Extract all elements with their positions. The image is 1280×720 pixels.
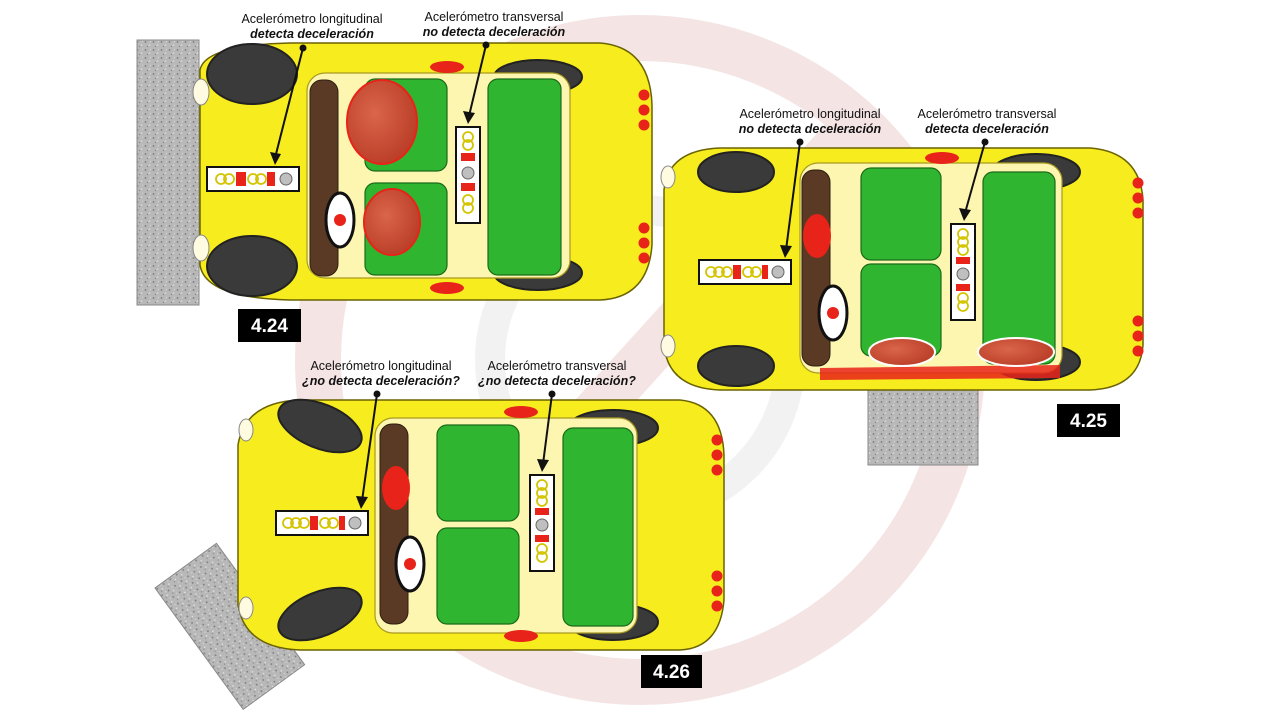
transversal-callout: Acelerómetro transversal ¿no detecta dec…: [478, 359, 636, 472]
impact-wall: [867, 384, 979, 466]
roof-light: [504, 630, 538, 642]
headlight: [660, 165, 676, 189]
longitudinal-sensor: [206, 166, 300, 192]
tail-light: [1132, 315, 1144, 327]
tail-light: [638, 252, 650, 264]
roof-light: [382, 466, 410, 510]
roof-light: [430, 282, 464, 294]
figure-4-25: Acelerómetro longitudinal no detecta dec…: [660, 107, 1144, 466]
figure-4-24: Acelerómetro longitudinal detecta decele…: [136, 10, 653, 342]
car: [660, 147, 1144, 391]
tire: [277, 586, 363, 642]
tail-light: [1132, 207, 1144, 219]
tail-light: [1132, 177, 1144, 189]
figure-number: 4.26: [653, 662, 690, 683]
tail-light: [638, 89, 650, 101]
headlight: [192, 234, 210, 262]
airbag-deployed: [977, 337, 1055, 367]
rear-seat: [562, 427, 634, 627]
tail-light: [711, 464, 723, 476]
transversal-sensor: [529, 474, 555, 572]
curtain-airbag: [820, 365, 1060, 380]
airbag-deployed: [363, 188, 421, 256]
roof-light: [504, 406, 538, 418]
transversal-label: Acelerómetro transversal: [918, 107, 1057, 121]
figure-badge: 4.24: [238, 309, 301, 342]
transversal-status: no detecta deceleración: [423, 25, 566, 39]
longitudinal-sensor: [698, 259, 792, 285]
figure-badge: 4.25: [1057, 404, 1120, 437]
longitudinal-label: Acelerómetro longitudinal: [241, 12, 382, 26]
seat: [860, 167, 942, 261]
airbag-deployed: [346, 79, 418, 165]
figure-badge: 4.26: [641, 655, 702, 688]
transversal-sensor: [950, 223, 976, 321]
figure-number: 4.25: [1070, 411, 1107, 432]
longitudinal-callout: Acelerómetro longitudinal detecta decele…: [241, 12, 383, 165]
transversal-label: Acelerómetro transversal: [425, 10, 564, 24]
tail-light: [711, 449, 723, 461]
longitudinal-status: no detecta deceleración: [739, 122, 882, 136]
tire: [277, 398, 363, 454]
longitudinal-label: Acelerómetro longitudinal: [310, 359, 451, 373]
figure-4-26: Acelerómetro longitudinal ¿no detecta de…: [154, 359, 725, 711]
tire: [697, 345, 775, 387]
transversal-status: detecta deceleración: [925, 122, 1049, 136]
tail-light: [638, 222, 650, 234]
airbag-deployed: [868, 337, 936, 367]
impact-wall: [136, 39, 200, 306]
longitudinal-callout: Acelerómetro longitudinal ¿no detecta de…: [302, 359, 460, 509]
steering-hub: [334, 214, 346, 226]
rear-seat: [982, 171, 1056, 365]
steering-hub: [827, 307, 839, 319]
tail-light: [638, 104, 650, 116]
tail-light: [711, 585, 723, 597]
tail-light: [638, 119, 650, 131]
longitudinal-status: detecta deceleración: [250, 27, 374, 41]
longitudinal-sensor: [275, 510, 369, 536]
steering-hub: [404, 558, 416, 570]
tail-light: [1132, 345, 1144, 357]
longitudinal-callout: Acelerómetro longitudinal no detecta dec…: [739, 107, 882, 258]
tire: [697, 151, 775, 193]
car: [237, 398, 725, 651]
headlight: [192, 78, 210, 106]
roof-light: [430, 61, 464, 73]
tire: [206, 43, 298, 105]
dashboard: [379, 423, 409, 625]
car: [192, 42, 653, 301]
tire: [206, 235, 298, 297]
transversal-status: ¿no detecta deceleración?: [478, 374, 636, 388]
roof-light: [803, 214, 831, 258]
dashboard: [309, 79, 339, 277]
tail-light: [711, 600, 723, 612]
headlight: [660, 334, 676, 358]
transversal-label: Acelerómetro transversal: [488, 359, 627, 373]
headlight: [238, 418, 254, 442]
tail-light: [1132, 192, 1144, 204]
roof-light: [925, 152, 959, 164]
seat: [436, 527, 520, 625]
tail-light: [711, 434, 723, 446]
transversal-callout: Acelerómetro transversal no detecta dece…: [423, 10, 566, 124]
longitudinal-status: ¿no detecta deceleración?: [302, 374, 460, 388]
transversal-sensor: [455, 126, 481, 224]
rear-seat: [487, 78, 562, 276]
seat: [436, 424, 520, 522]
transversal-callout: Acelerómetro transversal detecta deceler…: [918, 107, 1057, 221]
headlight: [238, 596, 254, 620]
figure-number: 4.24: [251, 316, 288, 337]
tail-light: [711, 570, 723, 582]
tail-light: [638, 237, 650, 249]
tail-light: [1132, 330, 1144, 342]
longitudinal-label: Acelerómetro longitudinal: [739, 107, 880, 121]
